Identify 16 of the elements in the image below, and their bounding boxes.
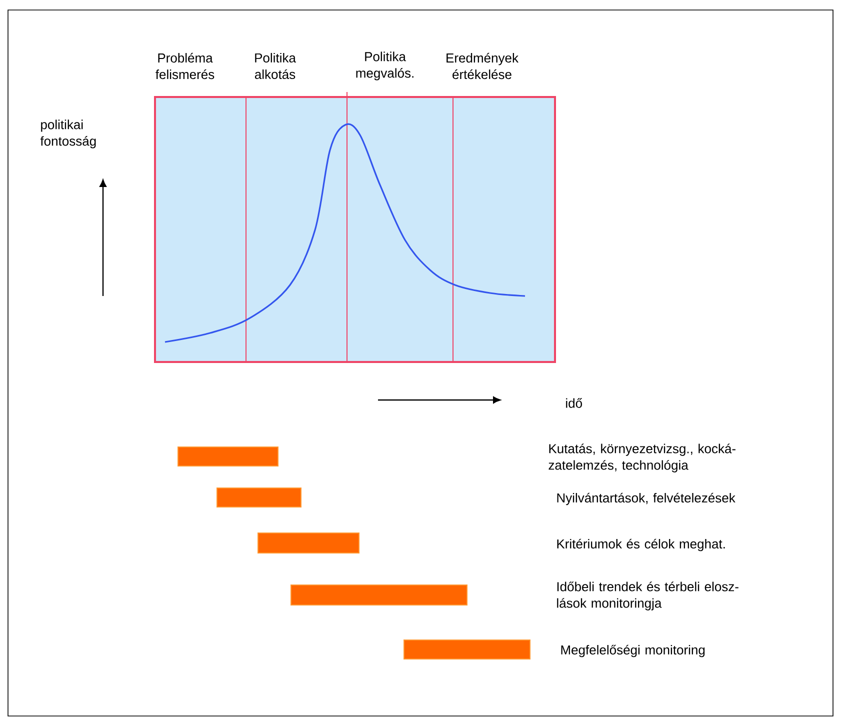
bar-caption: Kritériumok és célok meghat. (557, 538, 725, 552)
phase-label: Politika alkotás (254, 52, 296, 79)
bar-caption: Nyilvántartások, felvételezések (557, 492, 736, 506)
bar (216, 487, 302, 508)
axis-label: politikai fontosság (40, 120, 96, 148)
phase-label: Probléma felismerés (156, 52, 214, 80)
bar (258, 532, 360, 554)
axis-label: idő (566, 398, 582, 408)
bar (178, 446, 278, 466)
bar-caption: Kutatás, környezetvizsg., kocká- zatelemzés, technológia (548, 444, 736, 472)
bar (404, 639, 530, 660)
bar-caption: Időbeli trendek és térbeli elosz- lások monitoringja (557, 582, 738, 610)
phase-label: Politika megvalós. (356, 52, 414, 80)
bar (290, 584, 468, 606)
bar-caption: Megfelelőségi monitoring (561, 644, 705, 658)
phase-label: Eredmények értékelése (446, 52, 518, 80)
